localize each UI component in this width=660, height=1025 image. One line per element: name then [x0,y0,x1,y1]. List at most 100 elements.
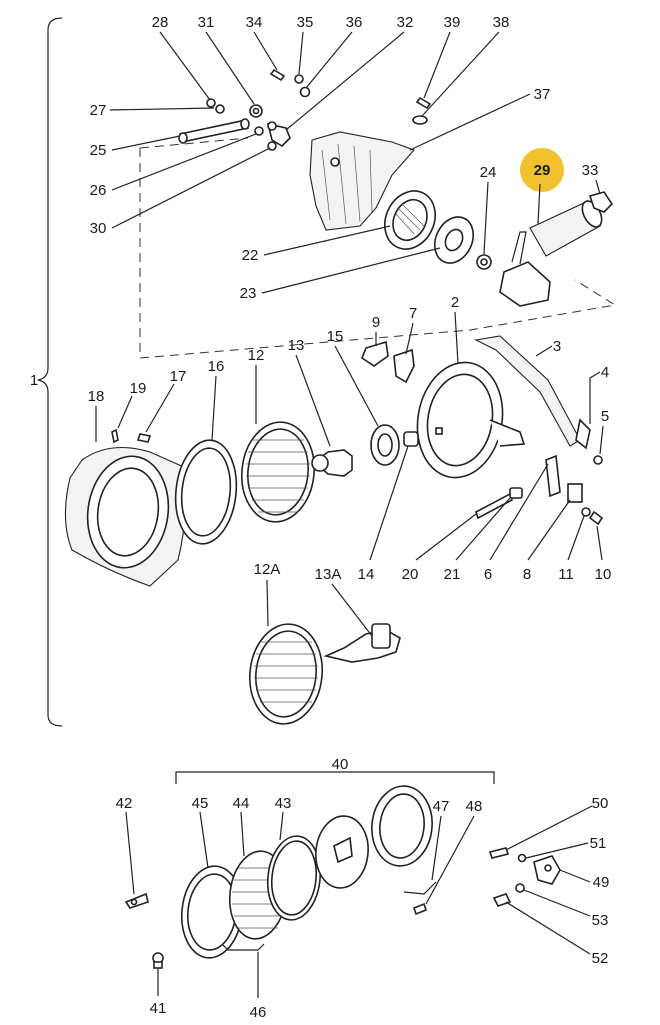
part-38-clip [412,115,428,125]
part-label-p17: 17 [170,368,187,385]
highlight-marker [520,148,564,192]
leader-line-p49 [559,869,591,883]
part-label-p36: 36 [346,14,363,31]
leader-line-p45 [199,811,209,869]
part-39-screw [415,96,432,110]
part-12a-headlight-unit [249,623,323,725]
part-label-p3: 3 [553,338,561,355]
part-label-p25: 25 [90,142,107,159]
leader-line-p20 [415,513,477,561]
part-35-washer [294,74,304,84]
group-outline-dashed [139,137,617,359]
leader-line-p35 [298,31,304,75]
part-label-p31: 31 [198,14,215,31]
part-25-rod [178,118,250,144]
part-label-p16: 16 [208,358,225,375]
part-label-p22: 22 [242,247,259,264]
leader-line-p4 [589,371,601,424]
part-label-p1: 1 [30,372,38,389]
part-10-screw [588,510,604,526]
part-label-p49: 49 [593,874,610,891]
part-5-nut [593,455,603,465]
part-18-headlight-shell [64,447,187,587]
part-22-gear-housing [384,190,436,250]
part-23-drive-wheel [433,216,475,264]
part-label-p21: 21 [444,566,461,583]
part-label-p38: 38 [493,14,510,31]
part-label-p53: 53 [592,912,609,929]
part-29-motor [499,200,603,307]
part-label-p8: 8 [523,566,531,583]
part-45-trim-ring [180,865,244,959]
part-label-p13: 13 [288,337,305,354]
leader-line-p13 [295,354,331,447]
part-label-p48: 48 [466,798,483,815]
leader-line-p7 [405,322,414,355]
leader-line-p29 [537,183,541,225]
part-label-p39: 39 [444,14,461,31]
part-housing-bowl [371,785,433,867]
part-label-p30: 30 [90,220,107,237]
part-7-bracket [393,348,415,384]
leader-line-p2 [454,311,459,365]
part-label-p18: 18 [88,388,105,405]
part-label-p35: 35 [297,14,314,31]
part-label-p43: 43 [275,795,292,812]
part-label-p34: 34 [246,14,263,31]
leader-line-p17 [145,383,175,433]
leader-line-p36 [305,31,353,89]
part-label-p14: 14 [358,566,375,583]
part-42-clip [124,892,149,909]
part-label-p50: 50 [592,795,609,812]
part-50-screw [488,847,510,859]
part-label-p46: 46 [250,1004,267,1021]
part-label-p29: 29 [534,162,551,179]
part-9-clip [361,340,389,367]
part-6-screw [475,487,523,520]
part-label-p12a: 12A [254,561,281,578]
part-24-spacer [476,254,492,270]
part-15-socket-ring [370,424,400,466]
part-label-p20: 20 [402,566,419,583]
part-49-bracket [533,855,561,885]
leader-line-p21 [455,497,511,561]
part-label-p47: 47 [433,798,450,815]
part-32-bracket [266,121,291,148]
part-14-connector [403,431,419,447]
part-8-bracket [545,454,583,503]
part-2-headlight-bowl [416,361,526,479]
part-28-nut [206,98,216,108]
leader-line-p13a [331,583,373,637]
part-13-bulb [311,449,353,477]
leader-line-p52 [505,901,591,955]
part-label-p27: 27 [90,102,107,119]
part-label-p37: 37 [534,86,551,103]
part-52-screw [492,893,512,907]
part-34-screw [269,68,286,82]
leader-line-p10 [596,525,603,561]
part-13a-halogen-bulb [323,623,401,663]
part-47-wire [403,881,437,895]
leader-line-p37 [409,93,531,151]
part-label-p5: 5 [601,408,609,425]
leader-line-p30 [111,147,271,229]
part-label-p2: 2 [451,294,459,311]
leader-line-p16 [211,375,217,441]
part-36-nut [299,86,311,98]
part-33-cap [588,191,614,213]
part-reflector-cup [315,815,369,889]
leader-line-p31 [205,31,255,105]
part-53-washer [515,883,525,893]
part-label-p32: 32 [397,14,414,31]
part-label-p11: 11 [558,566,574,583]
part-label-p44: 44 [233,795,250,812]
leader-line-p50 [505,805,593,851]
part-label-p7: 7 [409,305,417,322]
leader-line-p51 [525,842,589,859]
leader-line-p14 [369,445,409,561]
part-17-clip [136,433,152,443]
part-43-gasket [266,835,322,921]
leader-line-p12a [266,579,269,627]
